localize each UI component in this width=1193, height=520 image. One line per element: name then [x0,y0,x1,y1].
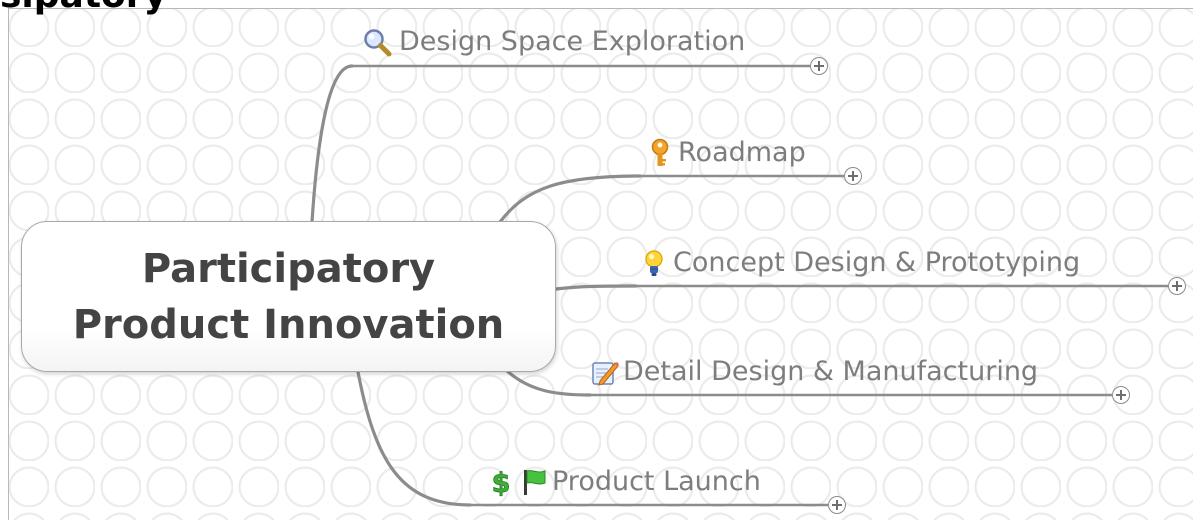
green-flag-icon [519,467,547,497]
mind-map-canvas [8,8,1193,520]
connector-design-space-exploration [310,64,354,224]
connector-detail-design [504,368,592,397]
branch-concept-design-prototyping[interactable]: Concept Design & Prototyping [640,247,1080,279]
expand-toggle-design-space-exploration[interactable] [810,57,828,75]
branch-label: Concept Design & Prototyping [673,247,1081,278]
page-title-fragment: sipatory [0,0,167,14]
branch-label: Roadmap [678,137,806,168]
expand-toggle-detail-design-manufacturing[interactable] [1112,386,1130,404]
central-topic-line1: Participatory [141,245,436,292]
dollar-icon: $ [486,467,514,497]
connector-concept-design [554,284,638,291]
pencil-note-icon [590,357,619,387]
branch-design-space-exploration[interactable]: Design Space Exploration [362,26,745,58]
branch-product-launch[interactable]: $ Product Launch [486,466,761,498]
branch-label: Design Space Exploration [399,26,746,57]
lightbulb-icon [640,248,668,278]
svg-text:$: $ [492,468,511,497]
branch-detail-design-manufacturing[interactable]: Detail Design & Manufacturing [590,356,1038,388]
branch-label: Detail Design & Manufacturing [623,356,1039,387]
expand-toggle-product-launch[interactable] [828,496,846,514]
key-icon [645,138,673,168]
central-topic-line2: Product Innovation [72,301,505,348]
expand-toggle-roadmap[interactable] [844,167,862,185]
connector-product-launch [356,370,472,507]
central-topic[interactable]: Participatory Product Innovation [21,221,556,372]
expand-toggle-concept-design-prototyping[interactable] [1168,277,1186,295]
branch-label: Product Launch [552,466,761,497]
magnifier-icon [362,27,392,57]
branch-roadmap[interactable]: Roadmap [645,137,806,169]
connector-roadmap [498,174,642,224]
